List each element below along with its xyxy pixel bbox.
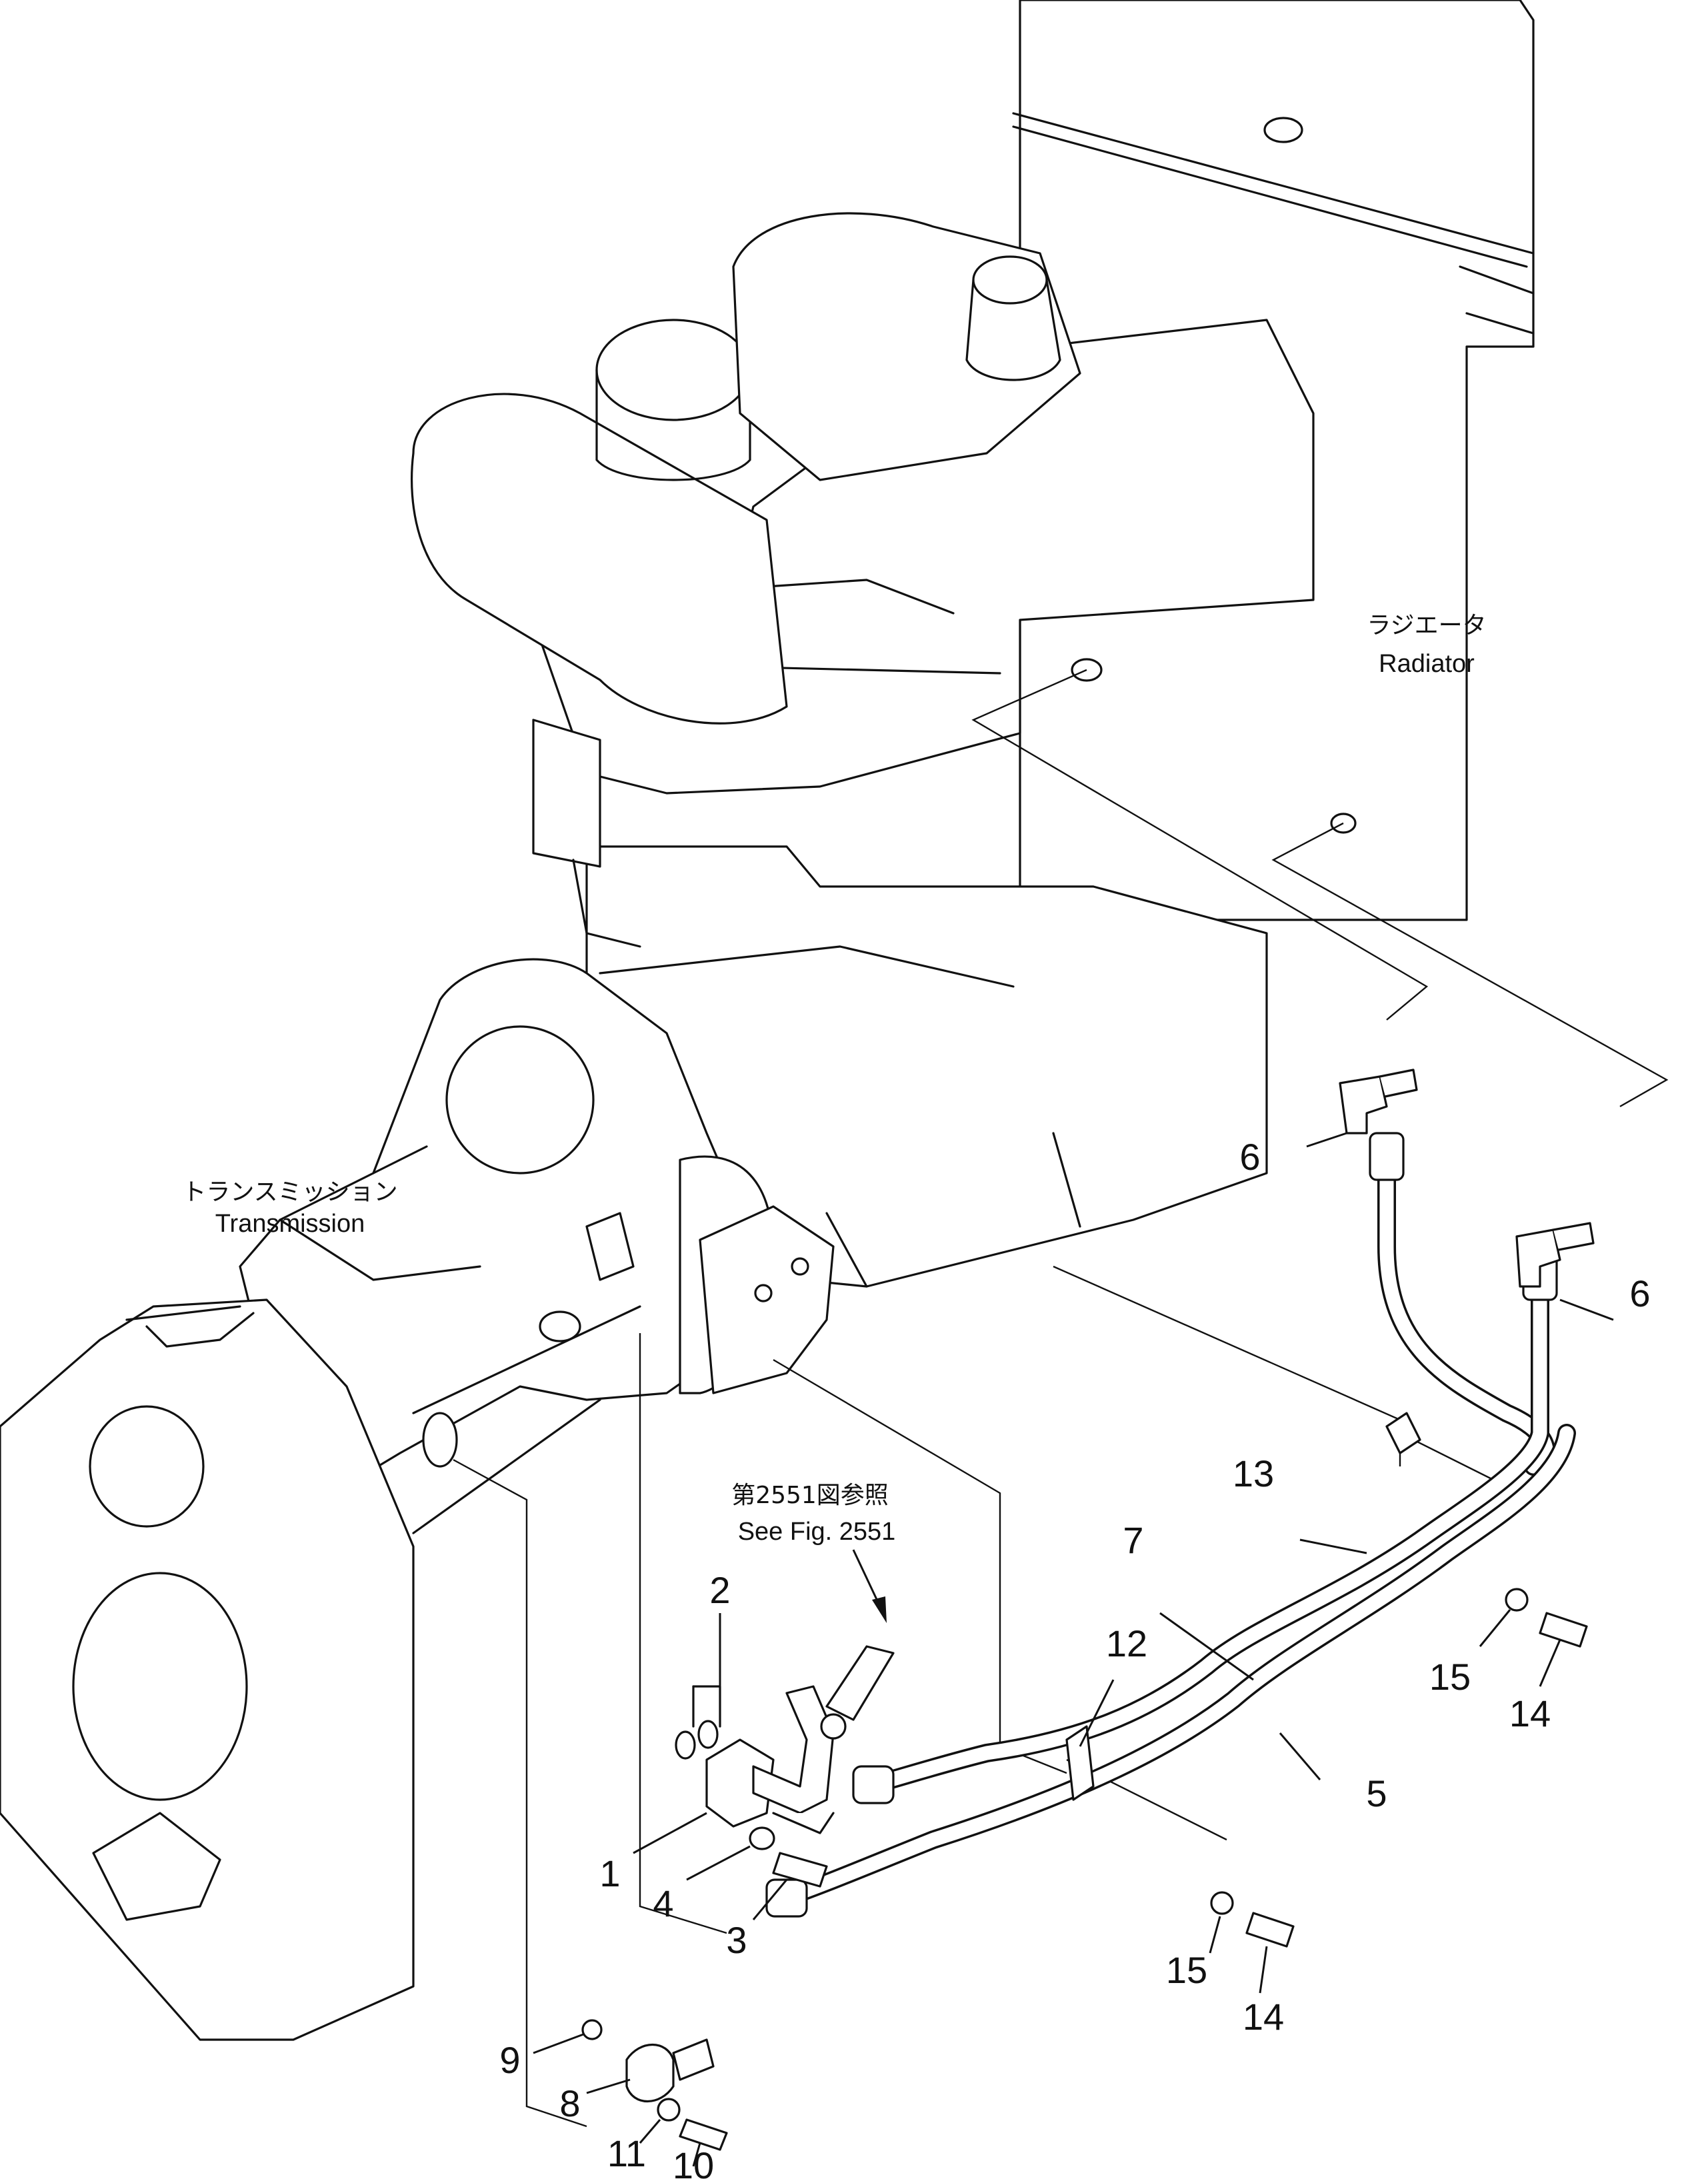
part-number-14a: 14 [1243, 1996, 1284, 2038]
part-number-5: 5 [1366, 1772, 1387, 1814]
part-number-6b: 6 [1629, 1272, 1650, 1314]
part-number-15a: 15 [1166, 1949, 1207, 1991]
leader-lines [533, 1132, 1614, 2167]
ref-label-jp: 第2551図参照 [731, 1482, 889, 1509]
part-number-10: 10 [673, 2144, 714, 2179]
transmission-label-en: Transmission [215, 1210, 365, 1238]
radiator-label-jp: ラジエータ [1367, 612, 1486, 639]
hoses [765, 1132, 1576, 1918]
engine [411, 212, 1315, 1288]
part-number-9: 9 [499, 2039, 520, 2081]
transmission-label-jp: トランスミッション [182, 1178, 397, 1206]
transmission: トランスミッション Transmission [0, 958, 835, 2041]
part-number-13: 13 [1233, 1452, 1274, 1494]
part-number-11: 11 [607, 2132, 646, 2174]
part-number-2: 2 [709, 1569, 730, 1611]
part-number-3: 3 [726, 1919, 747, 1961]
part-number-15b: 15 [1429, 1656, 1471, 1698]
elbow-fittings [1339, 1069, 1595, 1288]
part-number-7: 7 [1123, 1519, 1143, 1561]
part-number-1: 1 [599, 1852, 620, 1894]
part-numbers: 6 6 13 7 12 5 2 1 4 3 9 8 11 10 15 14 15… [499, 1136, 1650, 2179]
assembly-lines [453, 669, 1669, 2128]
part-number-8: 8 [559, 2082, 580, 2124]
part-number-6a: 6 [1239, 1136, 1260, 1178]
ref-label-en: See Fig. 2551 [738, 1518, 896, 1546]
fig-reference: 第2551図参照 See Fig. 2551 [731, 1482, 895, 1623]
part-number-4: 4 [653, 1882, 673, 1924]
radiator-label-en: Radiator [1379, 650, 1475, 678]
part-number-12: 12 [1106, 1622, 1147, 1664]
fitting-assembly [581, 1588, 1588, 2151]
part-number-14b: 14 [1509, 1692, 1551, 1734]
